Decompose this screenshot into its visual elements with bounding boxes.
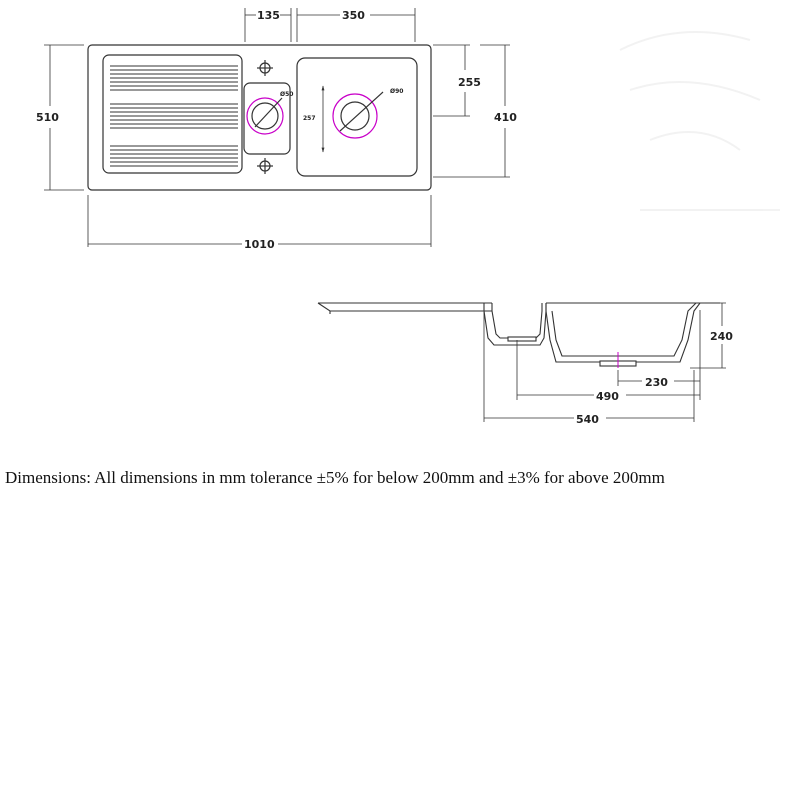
technical-drawing: 135 350 510 255 410 1010 257 Ø50 Ø90	[36, 8, 780, 426]
small-bowl	[243, 82, 291, 155]
small-waste-icon	[246, 97, 284, 135]
dim-small-waste-dia: Ø50	[280, 91, 293, 98]
dim-waste-offset: 230	[645, 376, 668, 389]
dim-inner-width: 490	[596, 390, 619, 403]
drainer-panel	[102, 54, 243, 174]
dimensions-footnote: Dimensions: All dimensions in mm toleran…	[5, 468, 665, 487]
main-waste-icon	[332, 91, 384, 139]
drainer-profile	[317, 302, 492, 314]
dim-overall-depth: 510	[36, 111, 59, 124]
dim-main-bowl-width: 350	[342, 9, 365, 22]
dim-bowl-offset: 135	[257, 9, 280, 22]
main-bowl	[296, 57, 418, 177]
drainer-grooves	[110, 65, 238, 167]
dim-overall-width: 1010	[244, 238, 275, 251]
dim-small-bowl-depth: 257	[303, 115, 316, 122]
dim-waste-to-back: 255	[458, 76, 481, 89]
tap-hole-bottom	[257, 158, 273, 174]
dim-outer-width: 540	[576, 413, 599, 426]
main-bowl-profile	[545, 302, 720, 363]
tap-hole-top	[257, 60, 273, 76]
watermark-logo	[619, 31, 780, 211]
section-view	[317, 302, 726, 422]
sink-outline	[87, 44, 432, 191]
dim-bowl-height: 240	[710, 330, 733, 343]
top-view	[44, 8, 510, 247]
dim-main-waste-dia: Ø90	[390, 88, 403, 95]
dim-bowl-depth: 410	[494, 111, 517, 124]
